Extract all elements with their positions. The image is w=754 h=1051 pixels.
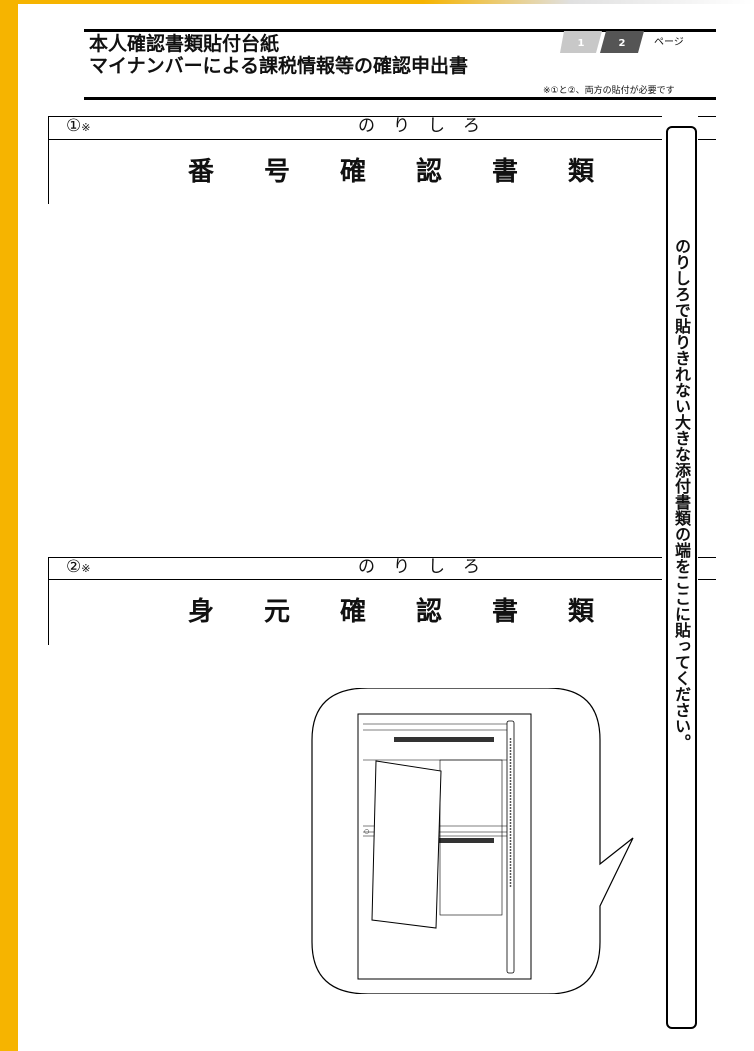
- page-indicator: 1 2: [560, 31, 644, 53]
- left-accent-bar: [0, 0, 18, 1051]
- mini-paste-area: [439, 759, 503, 916]
- top-accent-bar: [18, 0, 754, 4]
- section1-left-edge: [48, 116, 49, 204]
- page-tab-2: [600, 31, 644, 53]
- form-title-line1: 本人確認書類貼付台紙: [89, 33, 280, 55]
- page-number-1: 1: [578, 38, 585, 49]
- mini-title-block-1: [394, 737, 494, 742]
- requirement-note: ※①と②、両方の貼付が必要です: [543, 86, 675, 96]
- section2-left-edge: [48, 557, 49, 645]
- section2-glue-rule-right: [698, 579, 716, 580]
- section1-top-rule-right: [698, 116, 716, 117]
- section2-mark: ※: [81, 562, 91, 575]
- section1-document-title: 番号確認書類: [188, 157, 645, 187]
- header-rule-bottom: [84, 97, 716, 100]
- section2-glue-label: のりしろ: [358, 557, 498, 577]
- pasted-document: [371, 760, 442, 929]
- side-instruction-box: のりしろで貼りきれない大きな添付書類の端をここに貼ってください。: [666, 126, 697, 1029]
- mini-circle-mark: ○: [364, 828, 369, 835]
- header-rule-top: [84, 29, 716, 32]
- section2-top-rule-right: [698, 557, 716, 558]
- section1-number-text: ①: [66, 116, 82, 136]
- form-title-line2: マイナンバーによる課税情報等の確認申出書: [89, 55, 469, 77]
- section1-glue-rule-right: [698, 139, 716, 140]
- page-label: ページ: [654, 37, 684, 48]
- section2-document-title: 身元確認書類: [188, 597, 645, 627]
- section1-glue-rule: [48, 139, 662, 140]
- section1-top-rule: [48, 116, 662, 117]
- section2-top-rule: [48, 557, 662, 558]
- section2-number: ②※: [66, 557, 90, 579]
- pasting-example-illustration: ○: [311, 688, 634, 994]
- page-number-2: 2: [619, 38, 626, 49]
- section1-glue-label: のりしろ: [358, 116, 498, 136]
- section1-number: ①※: [66, 116, 90, 138]
- page-tab-1: [560, 31, 602, 53]
- side-instruction-text: のりしろで貼りきれない大きな添付書類の端をここに貼ってください。: [672, 238, 691, 750]
- section1-mark: ※: [81, 121, 91, 134]
- section2-number-text: ②: [66, 557, 82, 577]
- section2-glue-rule: [48, 579, 662, 580]
- mini-title-block-2: [394, 838, 494, 843]
